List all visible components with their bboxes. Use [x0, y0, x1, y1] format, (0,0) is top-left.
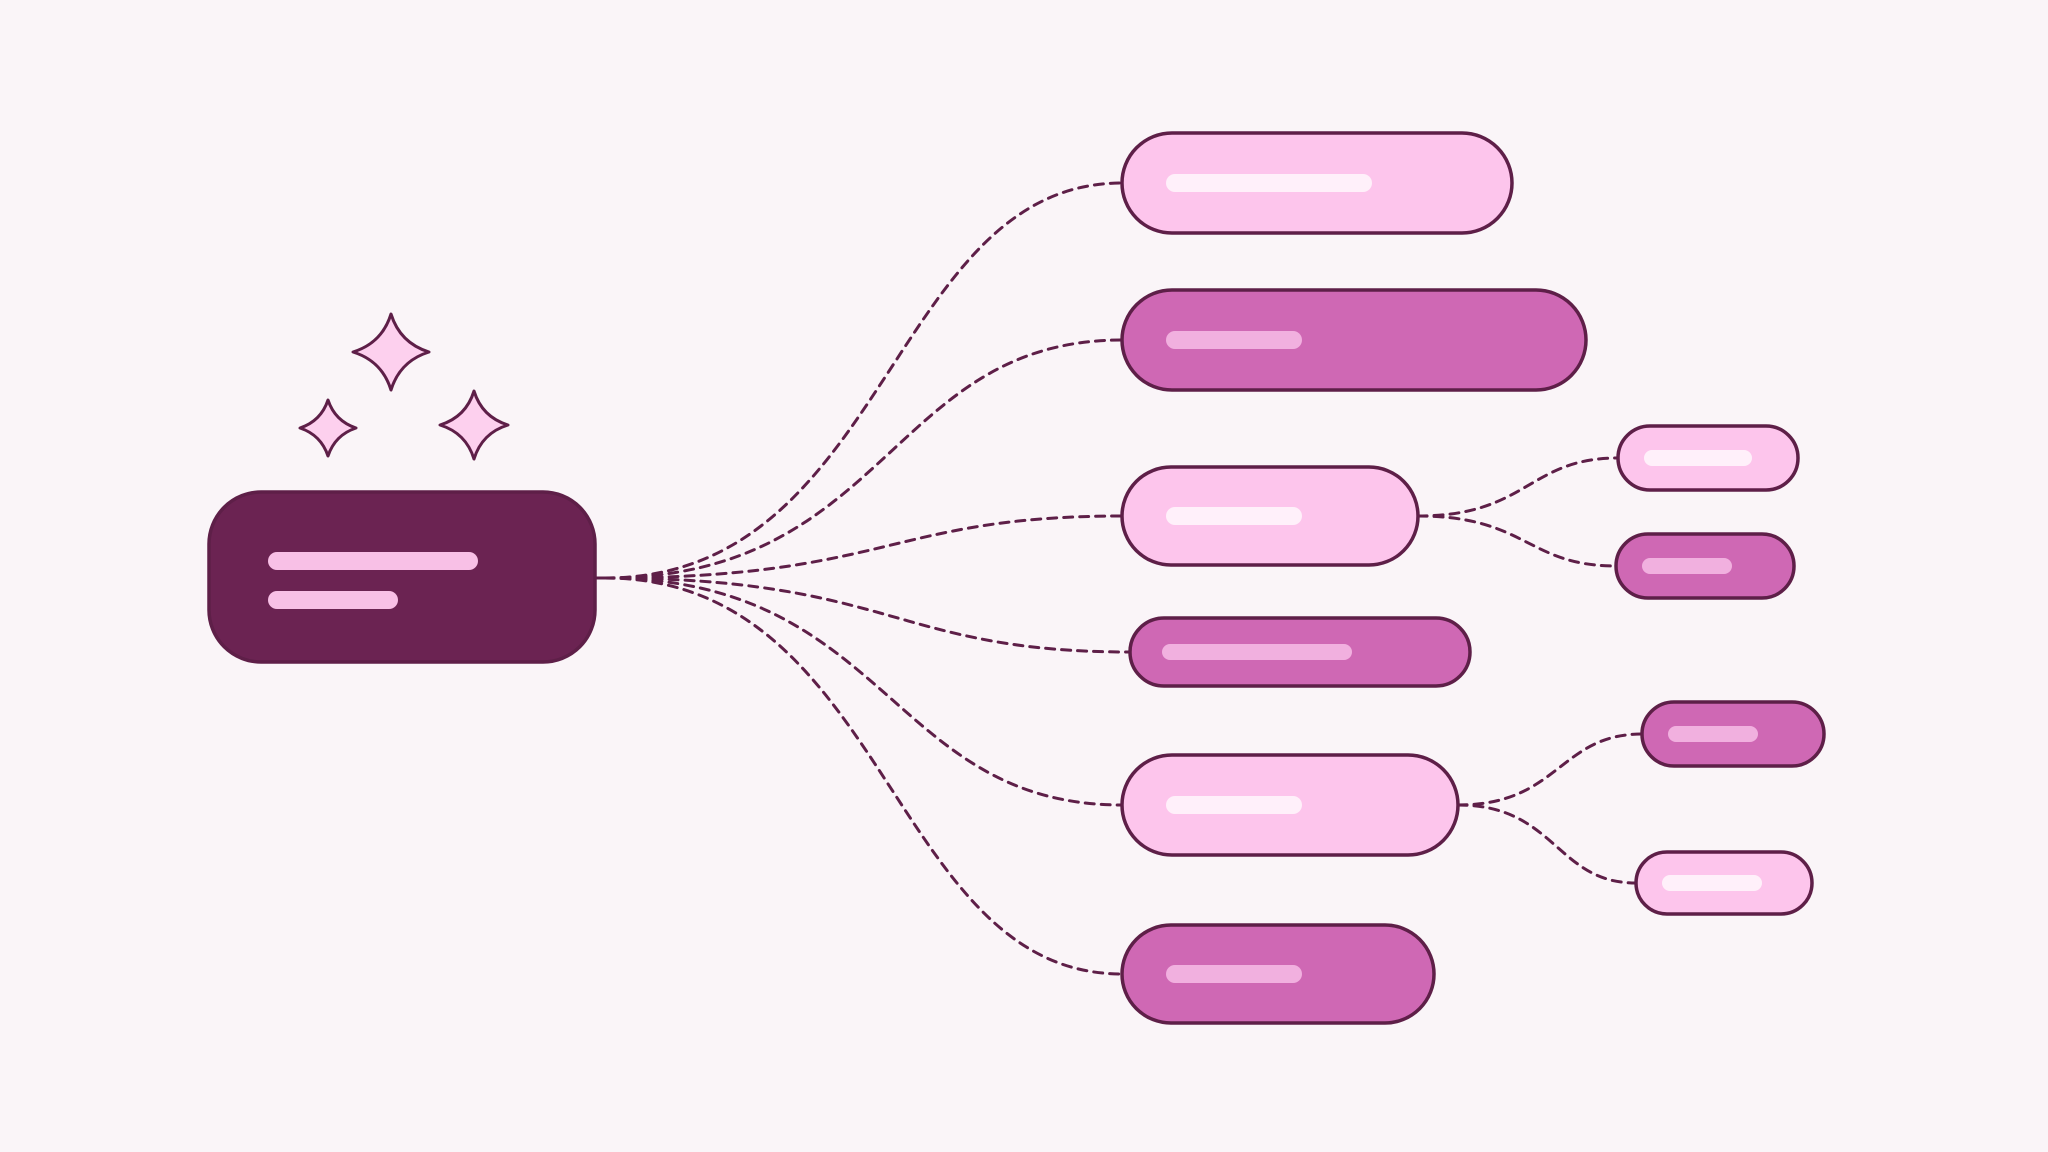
branch-node-3-text-placeholder — [1166, 507, 1302, 525]
branch-node-1-text-placeholder — [1166, 174, 1372, 192]
branch-node-2-shape — [1120, 288, 1588, 392]
branch-node-5[interactable] — [1120, 753, 1460, 857]
connectors — [595, 181, 1644, 976]
connector-root-to-branch-node-4 — [603, 576, 1132, 654]
leaf-node-5b-text-placeholder — [1662, 875, 1762, 891]
branch-node-1[interactable] — [1120, 131, 1514, 235]
connector-root-to-branch-node-3 — [603, 514, 1124, 580]
leaf-node-3b[interactable] — [1614, 532, 1796, 600]
branch-node-6[interactable] — [1120, 923, 1436, 1025]
leaf-node-3a[interactable] — [1616, 424, 1800, 492]
leaf-node-3b-text-placeholder — [1642, 558, 1732, 574]
connector-root-to-branch-node-1 — [603, 181, 1124, 580]
branch-node-6-text-placeholder — [1166, 965, 1302, 983]
connector-root-to-branch-node-5 — [603, 576, 1124, 807]
leaf-node-5b[interactable] — [1634, 850, 1814, 916]
leaf-node-3a-text-placeholder — [1644, 450, 1752, 466]
nodes — [1120, 131, 1826, 1025]
sparkle-icon-small-right — [438, 389, 510, 461]
root-node-text-placeholder-2 — [268, 591, 398, 609]
root-node-shape — [207, 490, 597, 664]
sparkle-icon-large — [351, 312, 431, 392]
connector-branch-node-3-to-leaf-node-3a — [1416, 456, 1620, 518]
root-node-text-placeholder-1 — [268, 552, 478, 570]
branch-node-2-text-placeholder — [1166, 331, 1302, 349]
connector-branch-node-3-to-leaf-node-3b — [1416, 514, 1618, 568]
sparkles — [298, 312, 510, 461]
branch-node-2[interactable] — [1120, 288, 1588, 392]
branch-node-5-text-placeholder — [1166, 796, 1302, 814]
branch-node-3[interactable] — [1120, 465, 1420, 567]
branch-node-4-text-placeholder — [1162, 644, 1352, 660]
connector-branch-node-5-to-leaf-node-5b — [1456, 803, 1638, 885]
sparkle-icon-small-left — [298, 398, 358, 458]
branch-node-4[interactable] — [1128, 616, 1472, 688]
leaf-node-5a[interactable] — [1640, 700, 1826, 768]
connector-root-to-branch-node-2 — [603, 338, 1124, 580]
connector-root-to-branch-node-6 — [603, 576, 1124, 976]
connector-branch-node-5-to-leaf-node-5a — [1456, 732, 1644, 807]
leaf-node-5a-text-placeholder — [1668, 726, 1758, 742]
root-node[interactable] — [207, 490, 597, 664]
